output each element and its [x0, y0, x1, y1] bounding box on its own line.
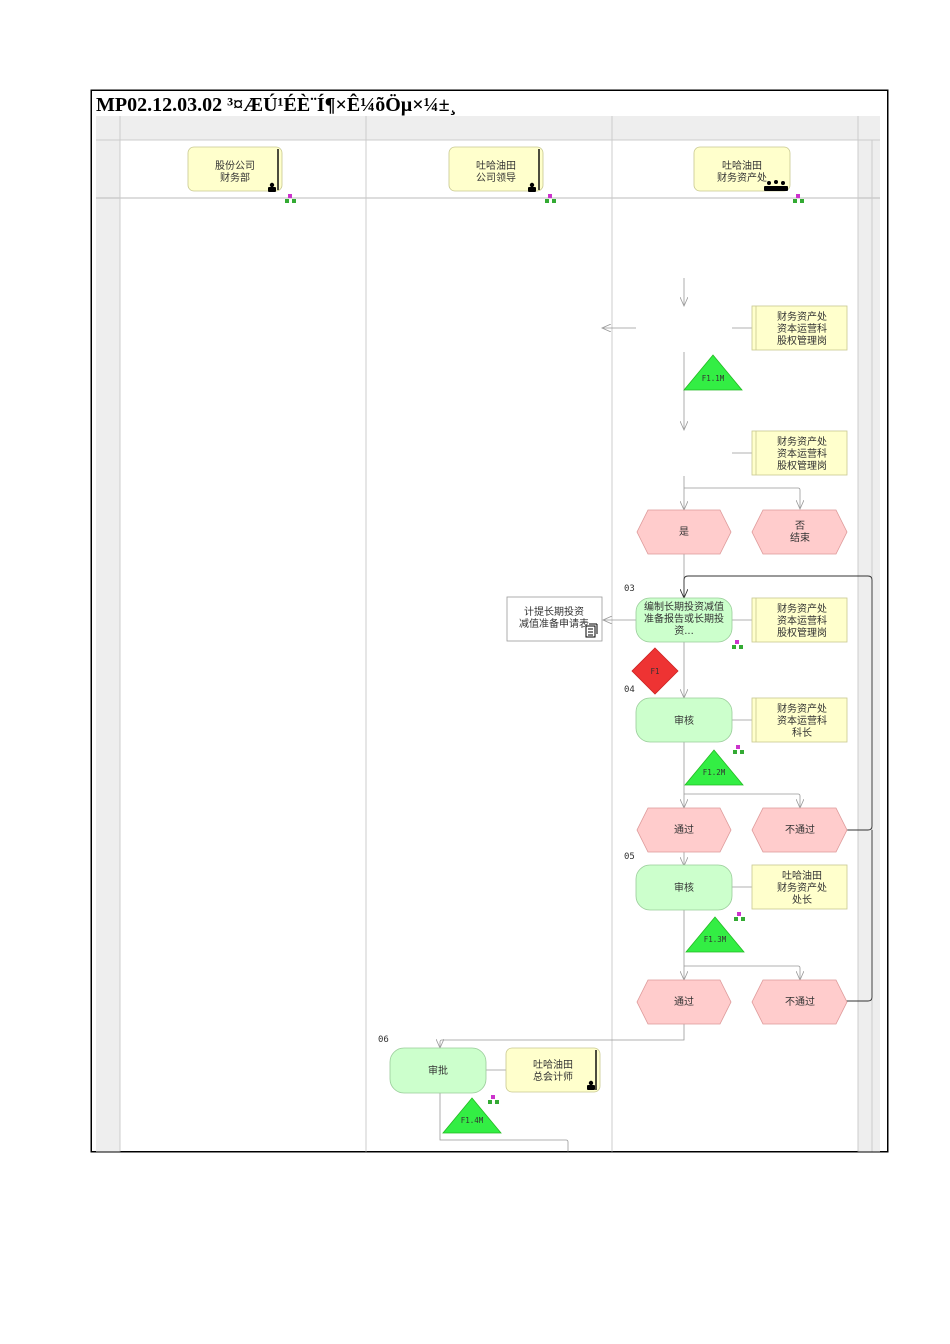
- lane-header-tuha-finance-dept[interactable]: 吐哈油田财务资产处: [693, 146, 791, 192]
- lane-background: [96, 116, 880, 1152]
- svg-text:不通过: 不通过: [785, 823, 815, 836]
- event-fail[interactable]: 不通过: [751, 807, 848, 853]
- role-box[interactable]: 财务资产处资本运营科股权管理岗: [751, 597, 848, 643]
- svg-text:吐哈油田总会计师: 吐哈油田总会计师: [533, 1058, 573, 1083]
- step-04-review[interactable]: 04 审核: [624, 685, 733, 743]
- svg-text:03: 03: [624, 584, 635, 594]
- svg-text:F1: F1: [650, 667, 659, 676]
- event-yes[interactable]: 是: [636, 509, 732, 555]
- svg-text:04: 04: [624, 685, 635, 695]
- svg-text:审批: 审批: [428, 1064, 448, 1077]
- person-icon: [268, 182, 536, 192]
- step-06-approve[interactable]: 06 审批: [378, 1035, 487, 1094]
- org-chart-icon: [285, 194, 804, 203]
- group-icon: [764, 180, 788, 191]
- svg-text:计提长期投资减值准备申请表: 计提长期投资减值准备申请表: [519, 605, 589, 630]
- svg-text:不通过: 不通过: [785, 995, 815, 1008]
- person-icon: [587, 1080, 595, 1090]
- svg-text:通过: 通过: [674, 995, 694, 1008]
- step-05-review[interactable]: 05 审核: [624, 852, 733, 911]
- lane-header-tuha-leadership[interactable]: 吐哈油田公司领导: [448, 146, 544, 192]
- page-title: MP02.12.03.02 ³¤ÆÚ¹ÉÈ¨Í¶×Ê¼õÖµ×¼±¸: [96, 94, 457, 116]
- step-03-prepare-report[interactable]: 03 编制长期投资减值准备报告或长期投资...: [624, 584, 733, 643]
- svg-text:编制长期投资减值准备报告或长期投资...: 编制长期投资减值准备报告或长期投资...: [644, 600, 724, 637]
- svg-text:财务资产处资本运营科科长: 财务资产处资本运营科科长: [777, 702, 827, 739]
- svg-text:审核: 审核: [674, 714, 694, 727]
- control-triangle-f1-1m[interactable]: F1.1M: [683, 354, 743, 391]
- event-no-end[interactable]: 否结束: [751, 509, 848, 555]
- connectors: [440, 278, 800, 1152]
- svg-text:F1.1M: F1.1M: [702, 374, 725, 383]
- risk-point-f1[interactable]: F1: [631, 647, 679, 695]
- control-triangle-f1-3m[interactable]: F1.3M: [685, 916, 745, 953]
- svg-text:财务资产处资本运营科股权管理岗: 财务资产处资本运营科股权管理岗: [777, 435, 827, 472]
- svg-text:否结束: 否结束: [790, 520, 810, 544]
- lane-header-stock-company-finance[interactable]: 股份公司财务部: [187, 146, 283, 192]
- event-pass[interactable]: 通过: [636, 979, 732, 1025]
- svg-text:吐哈油田财务资产处处长: 吐哈油田财务资产处处长: [777, 869, 827, 906]
- svg-text:F1.4M: F1.4M: [461, 1116, 484, 1125]
- svg-text:是: 是: [679, 526, 689, 538]
- lane-header-label: 股份公司财务部: [215, 160, 255, 184]
- svg-text:审核: 审核: [674, 881, 694, 894]
- lane-header-label: 吐哈油田财务资产处: [717, 159, 767, 184]
- svg-text:F1.3M: F1.3M: [704, 935, 727, 944]
- role-box[interactable]: 财务资产处资本运营科科长: [751, 697, 848, 743]
- lane-header-label: 吐哈油田公司领导: [476, 159, 516, 184]
- svg-text:财务资产处资本运营科股权管理岗: 财务资产处资本运营科股权管理岗: [777, 310, 827, 347]
- svg-text:财务资产处资本运营科股权管理岗: 财务资产处资本运营科股权管理岗: [777, 602, 827, 639]
- loop-back-connectors: [684, 575, 873, 1002]
- role-box[interactable]: 吐哈油田财务资产处处长: [751, 864, 848, 910]
- control-triangle-f1-4m[interactable]: F1.4M: [442, 1097, 502, 1134]
- control-triangle-f1-2m[interactable]: F1.2M: [684, 749, 744, 786]
- svg-text:F1.2M: F1.2M: [703, 768, 726, 777]
- event-pass[interactable]: 通过: [636, 807, 732, 853]
- svg-text:通过: 通过: [674, 823, 694, 836]
- org-chart-icon: [488, 640, 745, 1104]
- svg-text:05: 05: [624, 852, 635, 862]
- svg-text:06: 06: [378, 1035, 389, 1045]
- role-box[interactable]: 财务资产处资本运营科股权管理岗: [751, 430, 848, 476]
- role-box[interactable]: 财务资产处资本运营科股权管理岗: [751, 305, 848, 351]
- role-box[interactable]: 吐哈油田总会计师: [505, 1047, 601, 1093]
- event-fail[interactable]: 不通过: [751, 979, 848, 1025]
- document-icon: [585, 623, 598, 638]
